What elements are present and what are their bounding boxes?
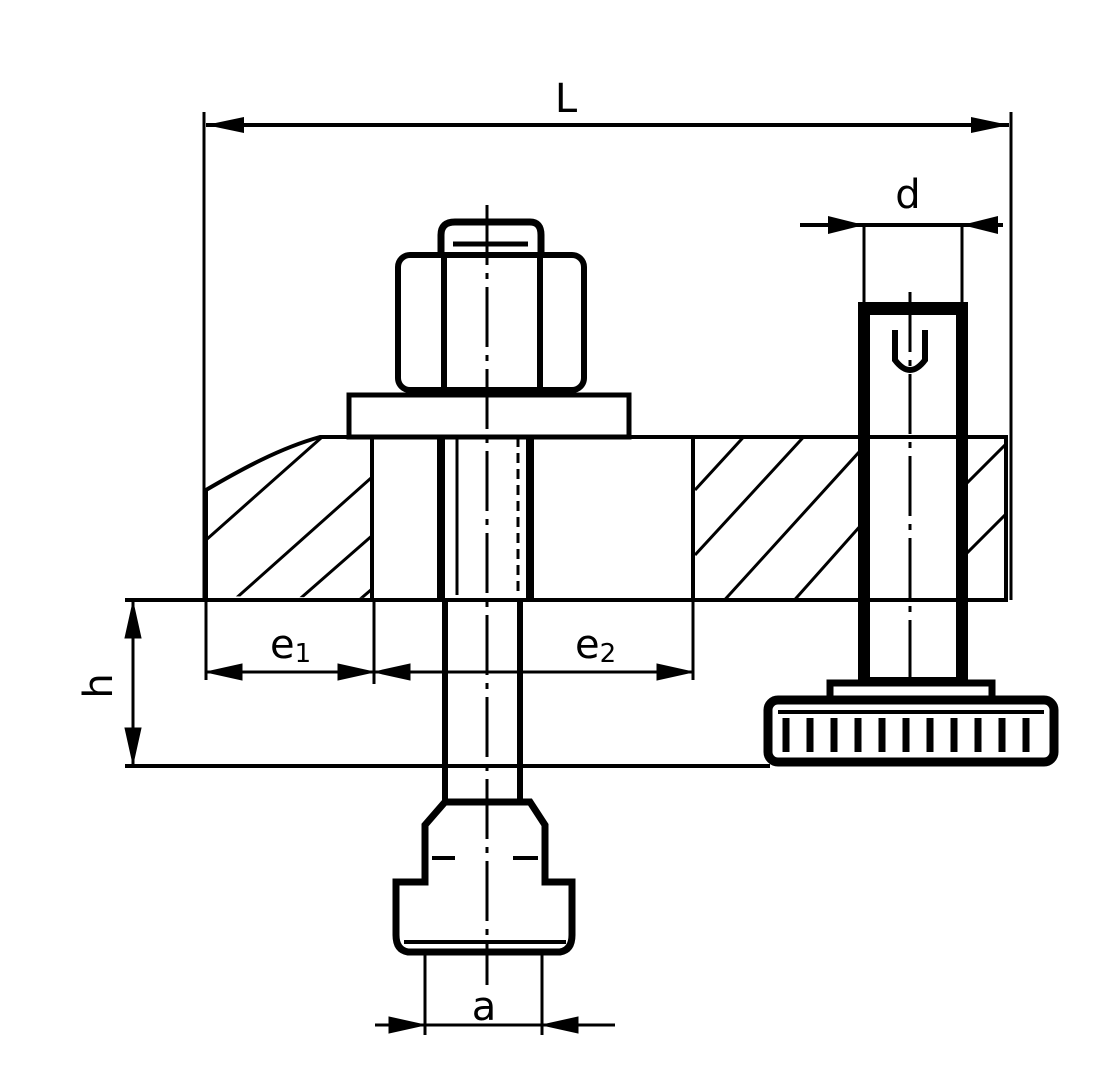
dimension-label-e1: e1 (270, 622, 311, 669)
t-slot-nut (392, 798, 576, 956)
knurled-thumb-nut (763, 679, 1059, 767)
hex-nut (395, 218, 587, 393)
dimension-label-e2: e2 (575, 622, 616, 669)
dimension-L: L (202, 76, 1013, 600)
dimension-a: a (375, 952, 615, 1035)
dimension-label-a: a (472, 984, 497, 1030)
t-slot-bolt (437, 205, 534, 985)
dimension-h: h (76, 601, 770, 768)
dimension-label-h: h (76, 673, 122, 698)
dimension-label-L: L (555, 76, 578, 122)
washer (346, 392, 632, 440)
dimension-e1: e1 (204, 600, 376, 684)
dimension-e2: e2 (373, 600, 695, 681)
support-screw (858, 225, 968, 700)
clamp-body (125, 435, 1008, 602)
dimension-label-d: d (895, 172, 920, 218)
dimension-d: d (800, 172, 1003, 234)
